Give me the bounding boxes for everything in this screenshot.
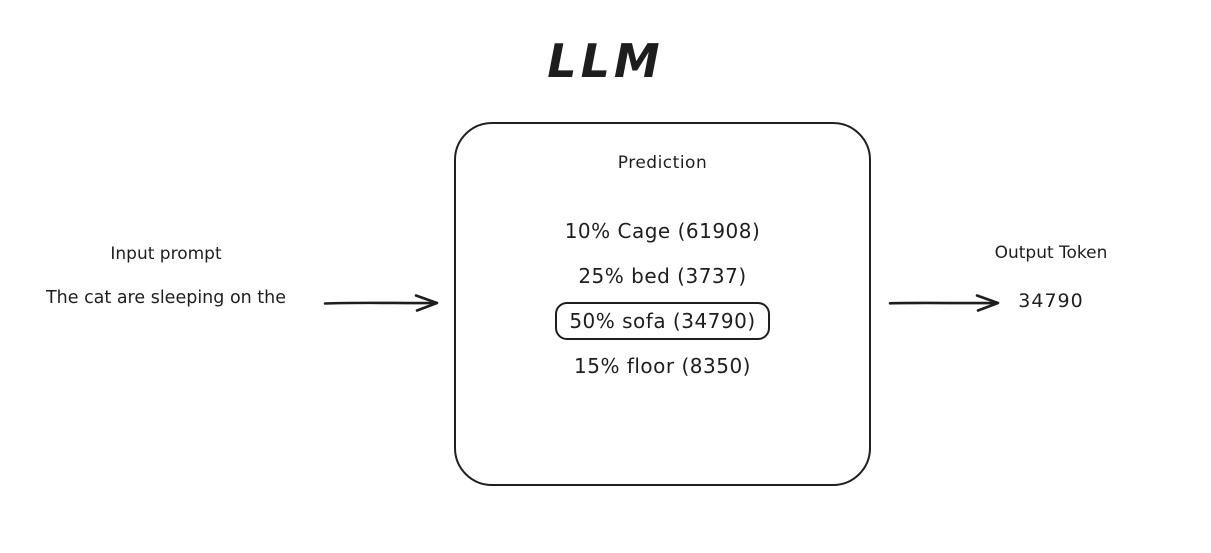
output-arrow-icon [888,291,1004,315]
prediction-item: 15% floor (8350) [574,353,751,378]
prediction-item: 10% Cage (61908) [564,218,761,243]
diagram-title: LLM [547,34,664,88]
input-prompt-label: Input prompt [110,244,222,264]
llm-box [454,122,871,486]
prediction-item: 25% bed (3737) [578,263,747,288]
input-arrow-icon [323,291,443,315]
output-token-label: Output Token [994,243,1108,263]
prediction-item-selected: 50% sofa (34790) [555,301,770,340]
input-prompt-text: The cat are sleeping on the [45,288,287,308]
prediction-header: Prediction [617,153,708,173]
prediction-list: 10% Cage (61908) 25% bed (3737) 50% sofa… [454,208,871,388]
output-token-value: 34790 [1018,290,1084,312]
